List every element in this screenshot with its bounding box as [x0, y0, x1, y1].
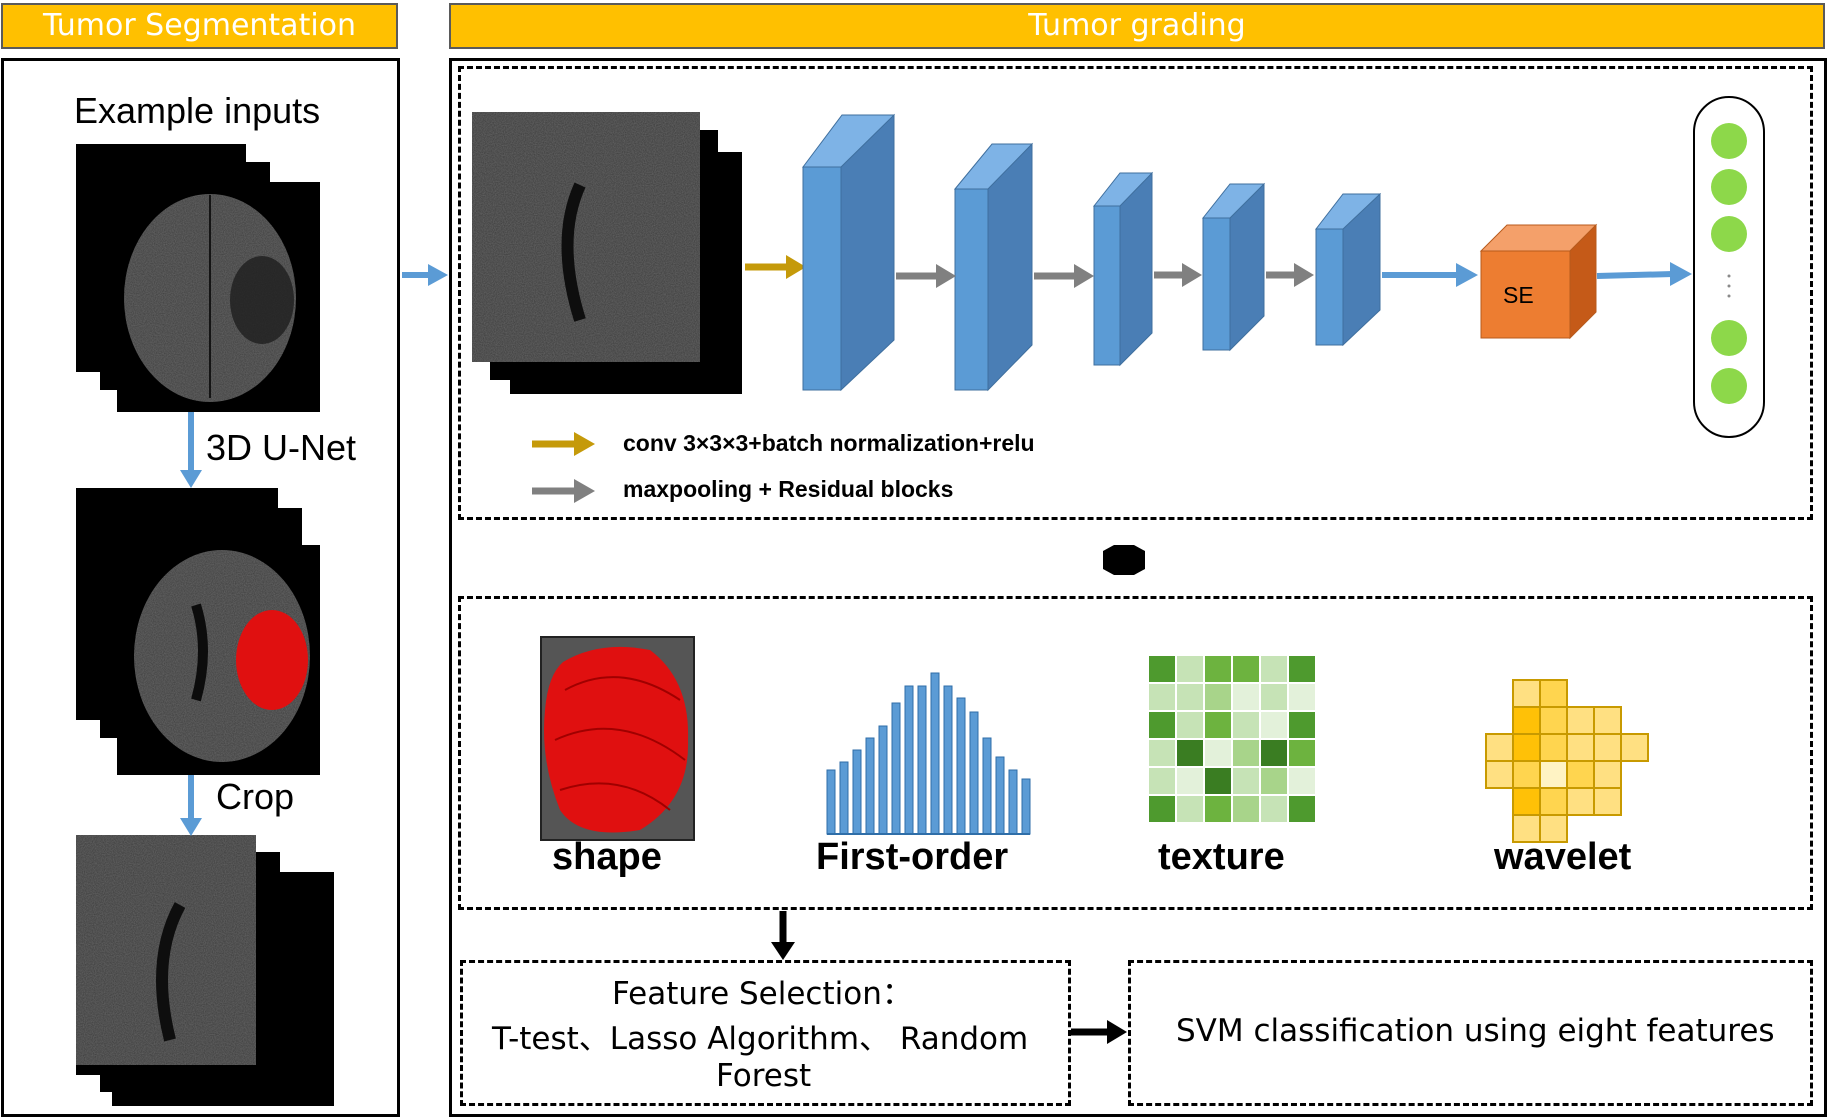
texture-icon [1147, 654, 1317, 824]
segmentation-panel [1, 58, 400, 1117]
shape-label: shape [552, 836, 662, 878]
segmentation-header-text: Tumor Segmentation [42, 8, 357, 43]
crop-label: Crop [216, 776, 295, 817]
plus-icon [1103, 545, 1145, 575]
texture-label: texture [1158, 836, 1285, 878]
grading-panel [449, 58, 1827, 1117]
shape-icon [540, 636, 695, 841]
radiomics-dashed-box [458, 596, 1813, 910]
cnn-dashed-box [458, 66, 1813, 520]
feature-selection-methods-cont: Forest [716, 1058, 812, 1094]
output-node [1711, 216, 1747, 252]
feature-selection-box [460, 960, 1071, 1106]
segmentation-header: Tumor Segmentation [1, 3, 398, 49]
grading-header: Tumor grading [449, 3, 1825, 49]
legend-maxpool-text: maxpooling + Residual blocks [623, 476, 954, 502]
output-layer [1693, 96, 1765, 438]
wavelet-label: wavelet [1494, 836, 1632, 878]
brain-slices-input [76, 144, 320, 412]
first-order-label: First-order [816, 836, 1009, 878]
output-node [1711, 169, 1747, 205]
grading-header-text: Tumor grading [1028, 8, 1246, 43]
svm-text: SVM classification using eight features [1176, 1013, 1775, 1049]
output-node [1711, 368, 1747, 404]
legend-conv-text: conv 3×3×3+batch normalization+relu [623, 430, 1035, 456]
brain-slices-cropped [76, 835, 334, 1106]
histogram-icon [826, 672, 1031, 835]
conv-block-5 [1314, 192, 1382, 347]
unet-label: 3D U-Net [206, 427, 357, 468]
se-block [1479, 223, 1598, 340]
conv-block-1 [802, 113, 895, 392]
tumor-mask [236, 610, 308, 710]
output-node [1711, 123, 1747, 159]
feature-selection-title: Feature Selection： [612, 976, 913, 1012]
maxpool-arrows [896, 263, 1314, 288]
wavelet-icon [1485, 679, 1649, 843]
example-inputs-label: Example inputs [74, 90, 321, 131]
feature-selection-methods: T-test、Lasso Algorithm、 Random [492, 1021, 1029, 1057]
brain-slices-segmented [76, 488, 320, 775]
conv-block-4 [1201, 182, 1266, 352]
cnn-input-stack [472, 112, 742, 394]
se-label: SE [1503, 282, 1534, 308]
conv-block-2 [953, 142, 1034, 392]
output-node [1711, 320, 1747, 356]
conv-block-3 [1092, 171, 1154, 367]
svm-box [1128, 960, 1813, 1106]
